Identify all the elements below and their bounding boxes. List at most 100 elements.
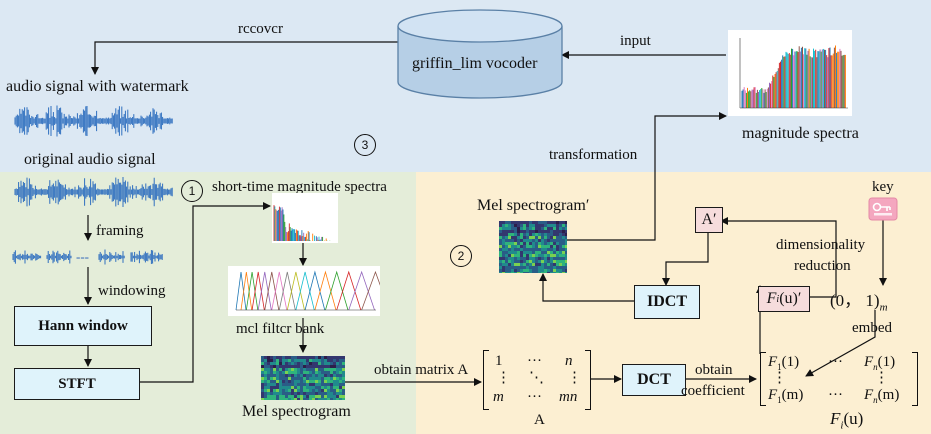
- spectrogram-cell: [339, 383, 342, 386]
- spectrogram-cell: [282, 392, 285, 395]
- spectrogram-cell: [330, 356, 333, 359]
- spectrogram-cell: [339, 374, 342, 377]
- spectrogram-cell: [291, 389, 294, 392]
- spectrogram-cell: [294, 371, 297, 374]
- spectrogram-cell: [502, 245, 505, 248]
- spectrogram-cell: [321, 368, 324, 371]
- spectrogram-cell: [505, 263, 508, 266]
- spectrogram-cell: [336, 371, 339, 374]
- obtain-label: obtain: [695, 362, 733, 378]
- spectrogram-cell: [517, 251, 520, 254]
- spectrogram-cell: [559, 254, 562, 257]
- spectrogram-cell: [550, 248, 553, 251]
- dct-box: DCT: [622, 364, 686, 396]
- original-audio-label: original audio signal: [24, 151, 156, 168]
- spectrogram-cell: [550, 260, 553, 263]
- spectrogram-cell: [309, 365, 312, 368]
- spectrogram-cell: [499, 224, 502, 227]
- spectrogram-cell: [514, 266, 517, 269]
- spectrogram-cell: [318, 386, 321, 389]
- fi-prime-tail: (u)′: [779, 290, 802, 308]
- spectrogram-cell: [321, 389, 324, 392]
- spectrogram-cell: [511, 257, 514, 260]
- spectrogram-cell: [520, 236, 523, 239]
- spectrogram-cell: [529, 263, 532, 266]
- mel-filter-triangle: [314, 270, 337, 311]
- step-3-marker: 3: [354, 134, 376, 156]
- spectrogram-cell: [327, 386, 330, 389]
- spectrogram-cell: [294, 380, 297, 383]
- spectrogram-cell: [511, 239, 514, 242]
- spectrogram-cell: [342, 362, 345, 365]
- spectrogram-cell: [273, 371, 276, 374]
- spectrogram-cell: [309, 368, 312, 371]
- spectrogram-cell: [565, 227, 567, 230]
- spectrogram-cell: [520, 263, 523, 266]
- spectrogram-cell: [312, 374, 315, 377]
- spectrogram-cell: [309, 389, 312, 392]
- spectrogram-cell: [285, 386, 288, 389]
- spectrogram-cell: [264, 392, 267, 395]
- spectrogram-cell: [523, 239, 526, 242]
- spectrogram-cell: [517, 233, 520, 236]
- spectrogram-cell: [502, 221, 505, 224]
- spectrogram-cell: [291, 395, 294, 398]
- matrix-a: 1 ··· n ⋮ ⋱ ⋮ m ··· mn: [483, 350, 591, 412]
- spectrogram-cell: [312, 383, 315, 386]
- spectrogram-cell: [505, 248, 508, 251]
- spectrogram-cell: [339, 386, 342, 389]
- spectrogram-cell: [544, 251, 547, 254]
- spectrogram-cell: [508, 233, 511, 236]
- spectrogram-cell: [538, 233, 541, 236]
- spectrogram-cell: [505, 272, 508, 273]
- spectrogram-cell: [535, 233, 538, 236]
- spectrogram-cell: [517, 272, 520, 273]
- spectrogram-cell: [508, 236, 511, 239]
- matrix-f-r1c3: Fn(1): [864, 354, 896, 372]
- spectrogram-cell: [511, 242, 514, 245]
- spectrogram-cell: [505, 233, 508, 236]
- step-2-marker: 2: [450, 245, 472, 267]
- spectrogram-cell: [541, 236, 544, 239]
- spectrogram-cell: [264, 386, 267, 389]
- mel-filter-triangle: [286, 271, 305, 311]
- spectrogram-cell: [502, 272, 505, 273]
- spectrogram-cell: [291, 365, 294, 368]
- spectrogram-cell: [517, 227, 520, 230]
- spectrogram-cell: [535, 251, 538, 254]
- frame-1: [12, 250, 42, 264]
- spectrogram-cell: [279, 389, 282, 392]
- spectrogram-cell: [529, 233, 532, 236]
- spectrogram-cell: [532, 257, 535, 260]
- spectrogram-cell: [511, 254, 514, 257]
- spectrogram-cell: [330, 365, 333, 368]
- spectrogram-cell: [523, 251, 526, 254]
- mel-filter-triangle: [325, 270, 349, 311]
- spectrogram-cell: [550, 263, 553, 266]
- spectrogram-cell: [565, 248, 567, 251]
- spectrogram-cell: [544, 269, 547, 272]
- spectrogram-cell: [541, 245, 544, 248]
- spectrogram-cell: [529, 236, 532, 239]
- spectrogram-cell: [324, 392, 327, 395]
- spectrogram-cell: [559, 227, 562, 230]
- spectrogram-cell: [559, 233, 562, 236]
- spectrogram-cell: [282, 386, 285, 389]
- spectrogram-cell: [538, 263, 541, 266]
- spectrogram-cell: [565, 245, 567, 248]
- spectrogram-cell: [303, 383, 306, 386]
- spectrogram-cell: [562, 242, 565, 245]
- spectrogram-cell: [315, 362, 318, 365]
- spectrogram-cell: [330, 380, 333, 383]
- spectrogram-cell: [306, 359, 309, 362]
- spectrogram-cell: [538, 272, 541, 273]
- idct-box: IDCT: [634, 285, 700, 319]
- spectrogram-cell: [514, 224, 517, 227]
- matrix-a-r2c1: ⋮: [496, 370, 511, 386]
- spectrogram-cell: [499, 248, 502, 251]
- spectrogram-cell: [499, 257, 502, 260]
- spectrogram-cell: [508, 272, 511, 273]
- spectrogram-cell: [547, 239, 550, 242]
- spectrogram-cell: [288, 365, 291, 368]
- mel-filter-triangle: [257, 271, 272, 311]
